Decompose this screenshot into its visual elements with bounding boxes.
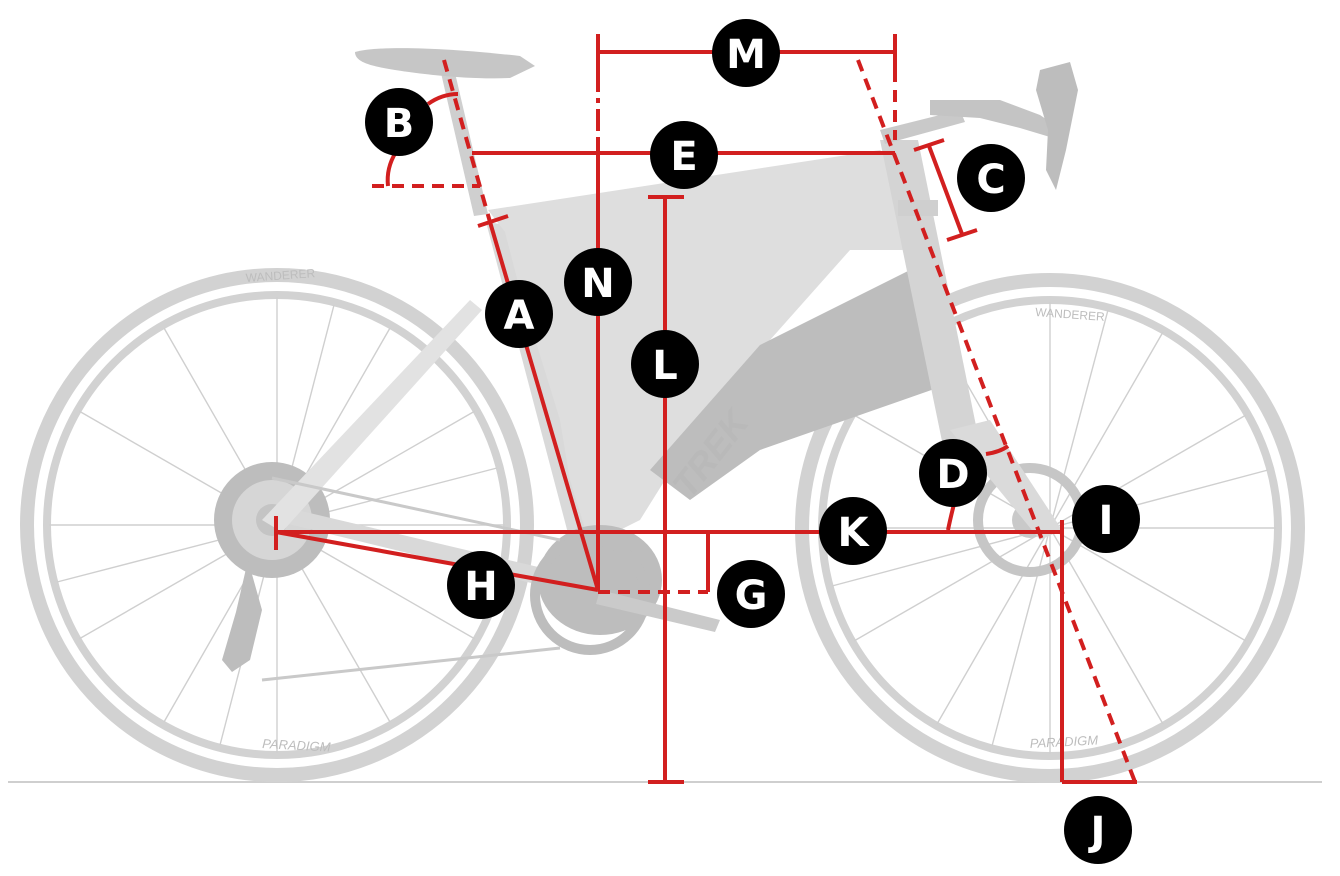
- svg-text:D: D: [936, 452, 969, 498]
- label-badge-b: B: [365, 88, 433, 156]
- svg-text:A: A: [504, 293, 535, 339]
- svg-text:I: I: [1099, 498, 1114, 544]
- chainring: [530, 535, 650, 655]
- dimension-g: [598, 532, 710, 594]
- svg-text:B: B: [384, 101, 415, 147]
- svg-text:C: C: [976, 157, 1005, 203]
- label-badge-d: D: [919, 439, 987, 507]
- dimension-l: [648, 195, 684, 784]
- front-tire-text: WANDERER: [1035, 305, 1106, 324]
- svg-text:H: H: [464, 564, 497, 610]
- rear-tire-text: WANDERER: [245, 266, 316, 285]
- label-badge-c: C: [957, 144, 1025, 212]
- brake-lever: [1036, 62, 1078, 190]
- dimension-lines: [274, 34, 1137, 784]
- label-badge-m: M: [712, 19, 780, 87]
- dimension-h: [275, 530, 599, 592]
- label-badge-n: N: [564, 248, 632, 316]
- rear-rim-text: PARADIGM: [262, 736, 331, 755]
- svg-text:M: M: [726, 32, 766, 78]
- label-badge-j: J: [1064, 796, 1132, 864]
- seatpost: [438, 60, 488, 216]
- svg-text:K: K: [838, 510, 871, 556]
- svg-text:J: J: [1088, 809, 1106, 855]
- svg-text:N: N: [581, 261, 614, 307]
- handlebar: [930, 100, 1062, 140]
- svg-text:L: L: [652, 343, 678, 389]
- label-badges: M E B C N A L D: [365, 19, 1140, 864]
- label-badge-e: E: [650, 121, 718, 189]
- label-badge-g: G: [717, 560, 785, 628]
- label-badge-h: H: [447, 551, 515, 619]
- label-badge-k: K: [819, 497, 887, 565]
- svg-text:G: G: [735, 573, 768, 619]
- dimension-c: [913, 138, 978, 242]
- rear-derailleur: [222, 560, 262, 672]
- dimension-j: [1060, 520, 1137, 784]
- label-badge-i: I: [1072, 485, 1140, 553]
- svg-text:E: E: [670, 134, 697, 180]
- label-badge-l: L: [631, 330, 699, 398]
- dimension-head-axis: [856, 59, 1137, 783]
- label-badge-a: A: [485, 280, 553, 348]
